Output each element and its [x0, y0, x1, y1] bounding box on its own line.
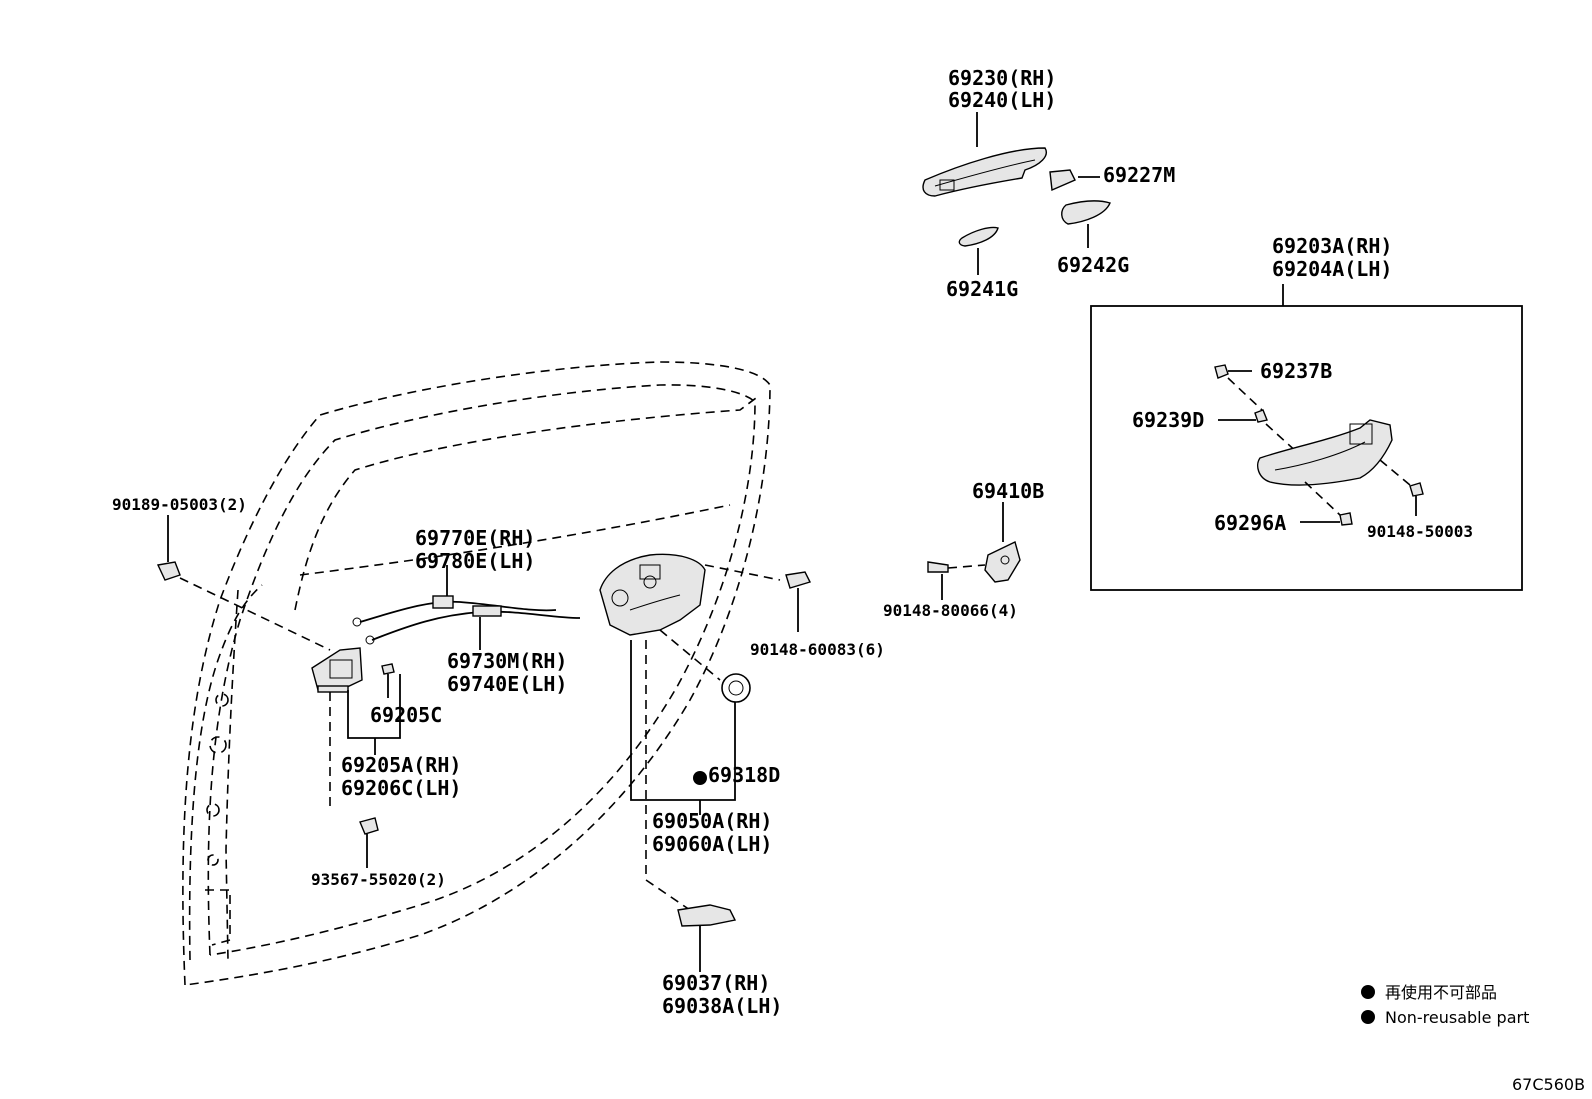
- legend: 再使用不可部品 Non-reusable part: [1361, 983, 1529, 1027]
- label-69770e-rh: 69770E(RH): [415, 526, 535, 550]
- label-69780e-lh: 69780E(LH): [415, 549, 535, 573]
- screw-90148-80066: [927, 561, 949, 573]
- legend-bullet-jp: [1361, 985, 1375, 999]
- door-outline: [182, 361, 771, 986]
- label-69730m-rh: 69730M(RH): [447, 649, 567, 673]
- label-69204a-lh: 69204A(LH): [1272, 257, 1392, 281]
- handle-frame: [1257, 419, 1393, 486]
- label-69318d: 69318D: [708, 763, 780, 787]
- legend-text-jp: 再使用不可部品: [1385, 983, 1497, 1002]
- label-90148-50003: 90148-50003: [1367, 522, 1473, 541]
- label-69240-lh: 69240(LH): [948, 88, 1056, 112]
- inside-handle-pin: [381, 663, 395, 675]
- clip-group: [156, 515, 331, 651]
- inside-handle: [311, 647, 363, 691]
- non-reusable-marker: [693, 771, 707, 785]
- seal-69318d: [721, 673, 751, 703]
- screw-93567: [359, 817, 379, 835]
- label-69237b: 69237B: [1260, 359, 1332, 383]
- door-lock-assembly: [599, 553, 706, 636]
- handle-frame-assembly-box: [1090, 284, 1523, 591]
- label-69205a-rh: 69205A(RH): [341, 753, 461, 777]
- cable-group: [352, 565, 581, 650]
- label-69242g: 69242G: [1057, 253, 1129, 277]
- label-69038a-lh: 69038A(LH): [662, 994, 782, 1018]
- label-69296a: 69296A: [1214, 511, 1286, 535]
- door-striker: [984, 541, 1021, 583]
- inside-handle-group: [311, 647, 401, 868]
- door-striker-group: [927, 502, 1021, 600]
- label-69203a-rh: 69203A(RH): [1272, 234, 1392, 258]
- label-69060a-lh: 69060A(LH): [652, 832, 772, 856]
- label-69206c-lh: 69206C(LH): [341, 776, 461, 800]
- screw-69296a: [1339, 512, 1353, 526]
- label-69050a-rh: 69050A(RH): [652, 809, 772, 833]
- label-90148-60083: 90148-60083(6): [750, 640, 885, 659]
- legend-text-en: Non-reusable part: [1385, 1008, 1529, 1027]
- handle-pad-rear: [1061, 200, 1111, 225]
- handle-pad-front: [958, 226, 999, 247]
- label-90189-05003: 90189-05003(2): [112, 495, 247, 514]
- screw-90148-50003: [1409, 482, 1424, 497]
- label-93567-55020: 93567-55020(2): [311, 870, 446, 889]
- label-69740e-lh: 69740E(LH): [447, 672, 567, 696]
- label-69205c: 69205C: [370, 703, 442, 727]
- pin-69239d: [1254, 409, 1268, 423]
- clip-90189-05003: [156, 561, 181, 581]
- screw-90148-60083: [785, 571, 811, 589]
- legend-bullet-en: [1361, 1010, 1375, 1024]
- figure-code: 67C560B: [1512, 1075, 1585, 1094]
- door-lock-assembly-group: [599, 553, 811, 911]
- label-69037-rh: 69037(RH): [662, 971, 770, 995]
- outer-handle-group: [922, 112, 1111, 275]
- cable-69770e: [359, 600, 557, 623]
- cap-69237b: [1214, 364, 1229, 379]
- label-69239d: 69239D: [1132, 408, 1204, 432]
- label-69227m: 69227M: [1103, 163, 1175, 187]
- label-69410b: 69410B: [972, 479, 1044, 503]
- label-69241g: 69241G: [946, 277, 1018, 301]
- lock-cover: [677, 904, 737, 927]
- label-90148-80066: 90148-80066(4): [883, 601, 1018, 620]
- label-69230-rh: 69230(RH): [948, 66, 1056, 90]
- handle-cap: [1049, 169, 1076, 192]
- lock-cover-group: [677, 904, 737, 972]
